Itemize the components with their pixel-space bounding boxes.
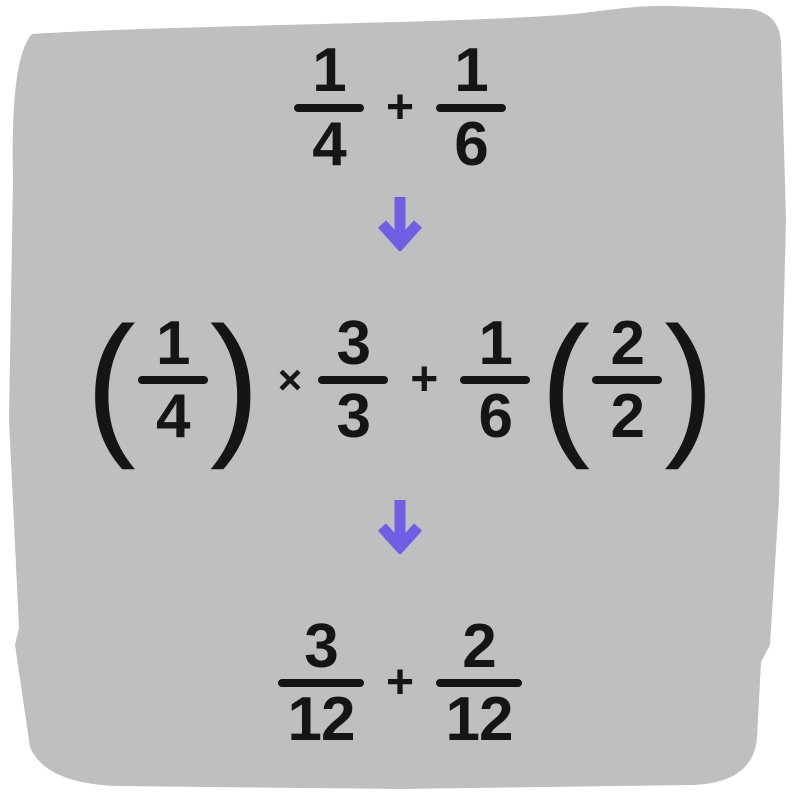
- numerator: 1: [156, 308, 190, 378]
- close-paren: ): [209, 293, 260, 471]
- numerator: 3: [304, 611, 338, 681]
- plus-operator: +: [385, 656, 415, 710]
- fraction-3-12: 3 12: [277, 611, 364, 755]
- plus-operator: +: [385, 80, 415, 134]
- fraction-bar: [137, 376, 208, 385]
- down-arrow-icon: [377, 197, 423, 252]
- numerator: 1: [454, 36, 488, 105]
- denominator: 3: [336, 382, 371, 452]
- denominator: 12: [287, 685, 356, 755]
- numerator: 2: [462, 611, 496, 681]
- denominator: 6: [454, 109, 488, 179]
- fraction-bar: [436, 679, 523, 688]
- fraction-bar: [592, 376, 663, 385]
- denominator: 6: [478, 382, 513, 452]
- numerator: 3: [336, 308, 371, 378]
- multiply-operator: ×: [277, 356, 303, 404]
- fraction-1-6: 1 6: [460, 308, 531, 452]
- fraction-2-12: 2 12: [436, 611, 523, 755]
- open-paren: (: [540, 293, 591, 471]
- fraction-1-4: 1 4: [293, 36, 364, 179]
- denominator: 4: [156, 382, 190, 452]
- denominator: 4: [312, 109, 346, 179]
- close-paren: ): [664, 293, 715, 471]
- denominator: 12: [445, 685, 514, 755]
- denominator: 2: [610, 382, 644, 452]
- down-arrow-icon: [377, 499, 423, 554]
- fraction-bar: [293, 103, 364, 112]
- expression-step-1: 1 4 + 1 6: [293, 36, 507, 179]
- expression-step-2: ( 1 4 ) × 3 3 + 1 6 ( 2 2: [84, 304, 716, 461]
- open-paren: (: [85, 293, 136, 471]
- fraction-2-2: 2 2: [592, 308, 663, 452]
- fraction-1-6: 1 6: [436, 36, 507, 179]
- numerator: 1: [478, 308, 513, 378]
- fraction-bar: [277, 679, 364, 688]
- fraction-1-4: 1 4: [137, 308, 208, 452]
- fraction-bar: [460, 376, 531, 385]
- fraction-bar: [436, 103, 507, 112]
- numerator: 1: [312, 36, 346, 105]
- expression-step-3: 3 12 + 2 12: [277, 611, 523, 755]
- fraction-3-3: 3 3: [318, 308, 389, 452]
- numerator: 2: [610, 308, 644, 378]
- fraction-bar: [318, 376, 389, 385]
- plus-operator: +: [410, 353, 439, 407]
